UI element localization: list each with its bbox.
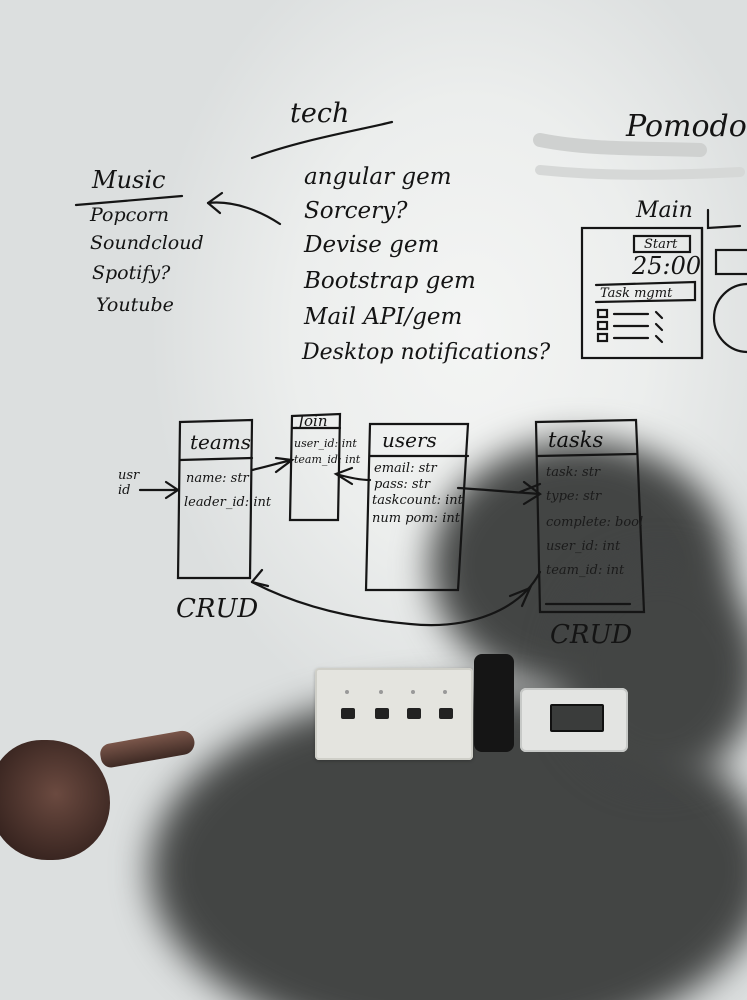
tasks-table-title: tasks	[548, 428, 604, 452]
plate-screw	[345, 690, 349, 694]
tasks-field: user_id: int	[546, 539, 621, 554]
tech-item: Sorcery?	[304, 198, 408, 224]
users-field: pass: str	[374, 477, 431, 492]
join-field: team_id: int	[294, 453, 361, 466]
teams-table-title: teams	[190, 430, 252, 454]
pointing-hand	[0, 740, 110, 860]
light-switch-toggle	[439, 708, 453, 719]
tasks-field: task: str	[546, 465, 601, 480]
join-table-title: Join	[298, 412, 328, 430]
crud-label-left: CRUD	[176, 594, 259, 624]
teams-field: name: str	[186, 471, 249, 486]
music-item: Popcorn	[90, 204, 170, 226]
crud-label-right: CRUD	[550, 620, 633, 650]
light-switch-toggle	[375, 708, 389, 719]
plate-screw	[411, 690, 415, 694]
music-item: Soundcloud	[90, 232, 204, 254]
users-field: email: str	[374, 461, 437, 476]
tech-item: Bootstrap gem	[304, 268, 476, 294]
tasks-field: type: str	[546, 489, 602, 504]
pomodoro-start-label: Start	[644, 237, 678, 252]
plate-screw	[443, 690, 447, 694]
tech-item: Devise gem	[304, 232, 440, 258]
tech-item: Desktop notifications?	[302, 340, 551, 365]
light-switch-toggle	[341, 708, 355, 719]
users-field: taskcount: int	[372, 493, 463, 508]
wall-remote	[474, 654, 514, 752]
join-field: user_id: int	[294, 437, 357, 450]
music-title: Music	[92, 166, 166, 194]
tech-item: angular gem	[304, 164, 452, 190]
users-table-title: users	[382, 428, 437, 452]
light-switch-toggle	[407, 708, 421, 719]
music-item: Youtube	[96, 294, 174, 316]
plate-screw	[379, 690, 383, 694]
users-field: num pom: int	[372, 511, 460, 526]
tasks-field: team_id: int	[546, 563, 625, 578]
pomodoro-task-label: Task mgmt	[600, 286, 673, 301]
tasks-field: complete: bool	[546, 515, 644, 530]
user-id-label: usr id	[118, 468, 140, 498]
teams-field: leader_id: int	[184, 495, 272, 510]
tech-item: Mail API/gem	[304, 304, 463, 330]
light-switch-plate	[315, 668, 473, 760]
music-item: Spotify?	[92, 262, 171, 284]
thermostat-screen	[550, 704, 604, 732]
thermostat	[520, 688, 628, 752]
pomodoro-main-label: Main	[636, 198, 693, 223]
tech-title: tech	[290, 98, 350, 129]
pomodoro-timer: 25:00	[632, 252, 702, 280]
pomodoro-title: Pomodoro	[626, 109, 747, 144]
